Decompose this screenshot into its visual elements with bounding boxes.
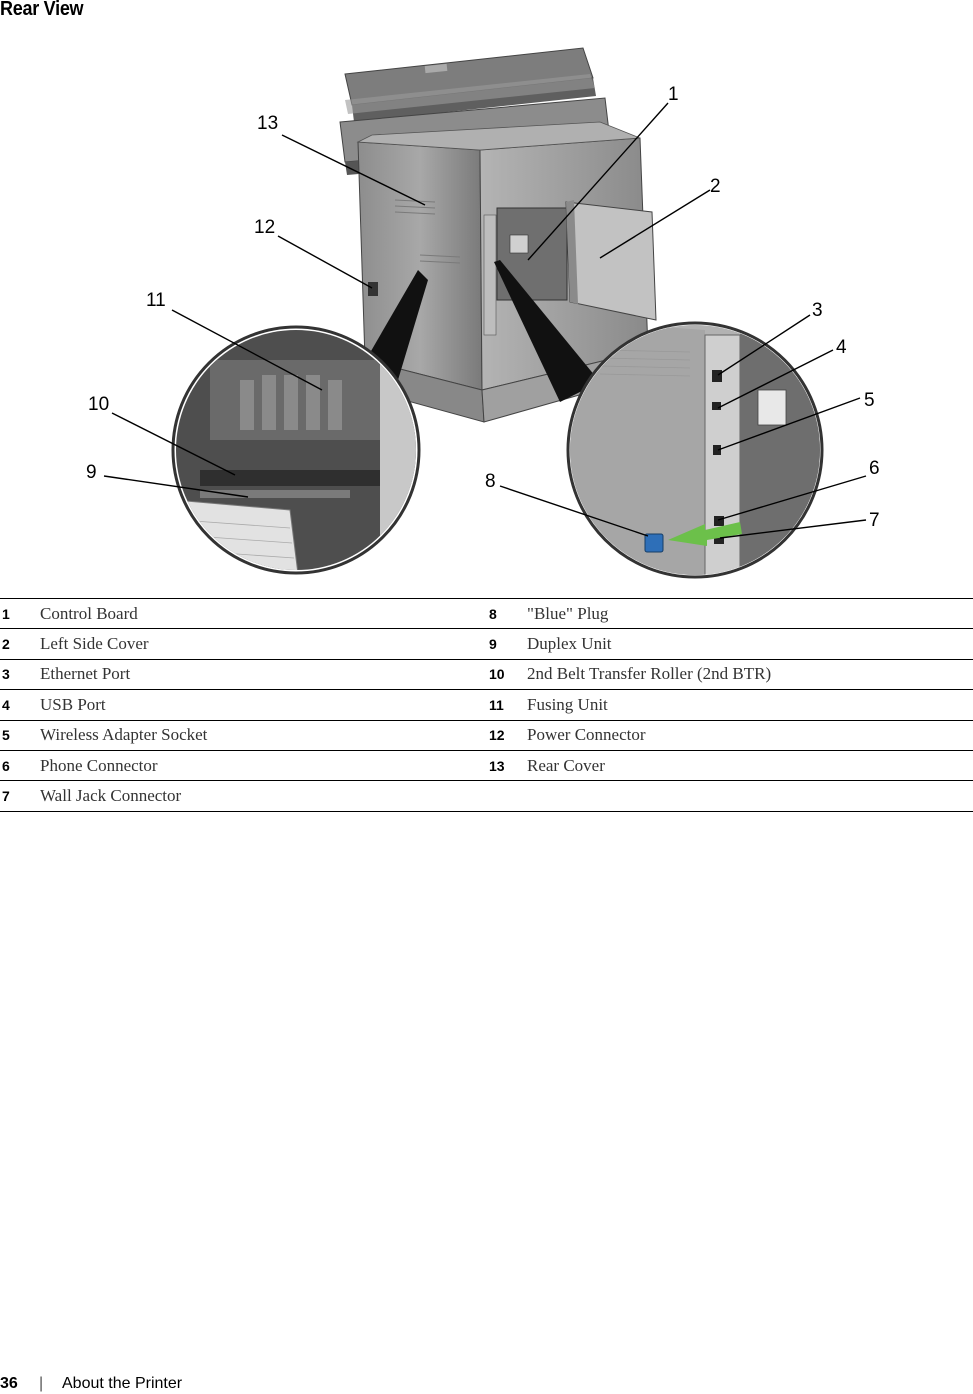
item-number: 3 [0, 658, 40, 691]
item-number: 4 [0, 689, 40, 721]
table-row: 4 USB Port 11 Fusing Unit [0, 689, 973, 721]
footer-separator: | [39, 1375, 44, 1392]
item-label: Ethernet Port [40, 658, 489, 691]
item-number: 11 [489, 689, 527, 721]
item-number: 7 [0, 780, 40, 812]
page-number: 36 [0, 1375, 18, 1392]
callout-2: 2 [710, 176, 721, 197]
item-number [489, 780, 527, 812]
item-number: 6 [0, 749, 40, 782]
table-row: 5 Wireless Adapter Socket 12 Power Conne… [0, 719, 973, 751]
item-number: 9 [489, 628, 527, 660]
parts-legend-table: 1 Control Board 8 "Blue" Plug 2 Left Sid… [0, 597, 973, 812]
item-label: USB Port [40, 689, 489, 721]
item-label [527, 780, 973, 812]
item-label: 2nd Belt Transfer Roller (2nd BTR) [527, 658, 973, 691]
item-number: 5 [0, 719, 40, 751]
callout-8: 8 [485, 471, 496, 492]
table-row: 3 Ethernet Port 10 2nd Belt Transfer Rol… [0, 658, 973, 691]
item-number: 10 [489, 658, 527, 691]
item-label: Control Board [40, 597, 489, 630]
table-row: 7 Wall Jack Connector [0, 780, 973, 812]
page-heading: Rear View [0, 0, 84, 20]
ports-detail [566, 321, 824, 579]
item-number: 1 [0, 597, 40, 630]
item-number: 2 [0, 628, 40, 660]
item-label: Left Side Cover [40, 628, 489, 660]
callout-7: 7 [869, 510, 880, 531]
table-row: 2 Left Side Cover 9 Duplex Unit [0, 628, 973, 660]
item-label: Duplex Unit [527, 628, 973, 660]
item-label: Wall Jack Connector [40, 780, 489, 812]
item-label: Phone Connector [40, 749, 489, 782]
callout-12: 12 [254, 217, 275, 238]
callout-1: 1 [668, 84, 679, 105]
callout-13: 13 [257, 113, 278, 134]
callout-5: 5 [864, 390, 875, 411]
callout-9: 9 [86, 462, 97, 483]
callout-11: 11 [146, 290, 166, 311]
item-label: Fusing Unit [527, 689, 973, 721]
table-row: 1 Control Board 8 "Blue" Plug [0, 597, 973, 630]
callout-leaders [103, 102, 867, 539]
fusing-unit-detail [171, 325, 421, 575]
callout-3: 3 [812, 300, 823, 321]
callout-10: 10 [88, 394, 109, 415]
item-number: 13 [489, 749, 527, 782]
callout-6: 6 [869, 458, 880, 479]
item-label: "Blue" Plug [527, 597, 973, 630]
item-label: Rear Cover [527, 749, 973, 782]
printer-rear-view-illustration: 1 2 3 4 5 6 7 8 9 10 11 12 13 [86, 47, 880, 579]
item-label: Power Connector [527, 719, 973, 751]
item-number: 8 [489, 597, 527, 630]
section-title: About the Printer [62, 1375, 183, 1392]
table-row: 6 Phone Connector 13 Rear Cover [0, 749, 973, 782]
callout-4: 4 [836, 337, 847, 358]
item-label: Wireless Adapter Socket [40, 719, 489, 751]
item-number: 12 [489, 719, 527, 751]
